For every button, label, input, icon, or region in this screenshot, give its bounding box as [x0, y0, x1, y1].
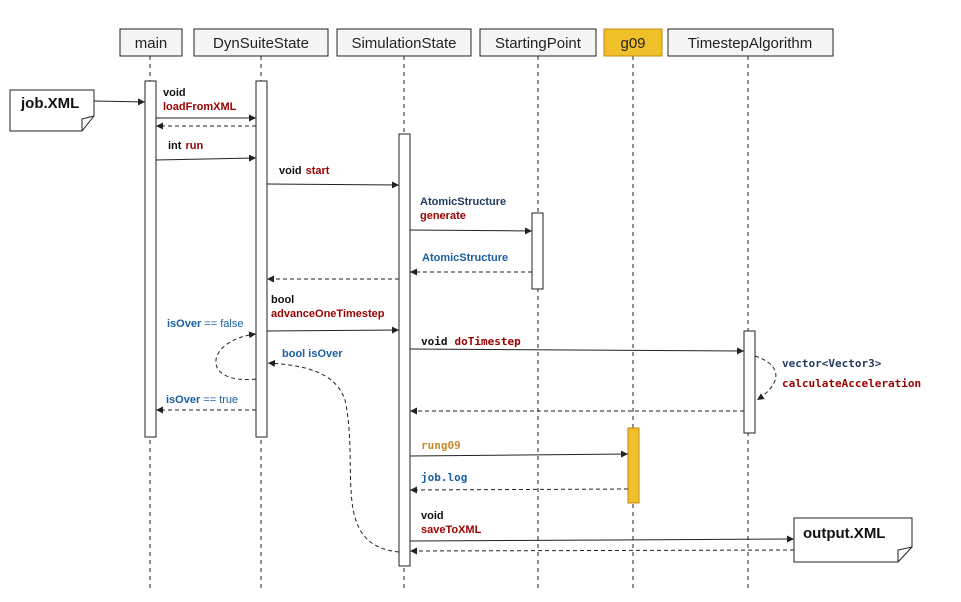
label-dotimestep-name: doTimestep — [455, 335, 522, 348]
label-run-name: run — [185, 140, 203, 152]
arrow-calculateacceleration-self — [754, 355, 777, 401]
arrow-dotimestep — [409, 347, 745, 355]
label-generate-type: AtomicStructure — [420, 196, 506, 208]
arrow-rung09 — [409, 450, 629, 458]
participant-main: main — [119, 28, 183, 57]
message-arrows — [93, 98, 795, 555]
arrow-savetoxml — [409, 535, 795, 543]
activation-timestepalgorithm — [743, 330, 756, 434]
participant-startingpoint-label: StartingPoint — [495, 35, 582, 52]
participant-dynsuitestate-label: DynSuiteState — [213, 35, 309, 52]
activation-simulationstate — [398, 133, 411, 567]
activation-main — [144, 80, 157, 438]
arrow-start — [266, 181, 400, 189]
label-advance-type: bool — [271, 294, 294, 306]
label-calcacc-type: vector<Vector3> — [782, 357, 882, 370]
activation-startingpoint — [531, 212, 544, 290]
note-job-xml-label: job.XML — [20, 95, 79, 112]
label-rung09: rung09 — [421, 439, 461, 452]
participant-timestepalgorithm-label: TimestepAlgorithm — [688, 35, 812, 52]
label-start: void start — [279, 165, 330, 177]
arrow-generate — [409, 227, 533, 235]
label-run-type: int — [168, 140, 182, 152]
label-start-name: start — [306, 165, 330, 177]
participant-g09-label: g09 — [620, 35, 645, 52]
participant-simulationstate: SimulationState — [336, 28, 472, 57]
label-start-type: void — [279, 165, 302, 177]
note-job-xml: job.XML — [9, 89, 95, 132]
label-isover-false-rest: == false — [201, 318, 243, 330]
label-isover-true: isOver == true — [166, 394, 238, 406]
label-save-name: saveToXML — [421, 524, 482, 536]
label-bool-isover: bool isOver — [282, 348, 343, 360]
label-generate-name: generate — [420, 210, 466, 222]
label-atomic-return: AtomicStructure — [422, 252, 508, 264]
label-calcacc-name: calculateAcceleration — [782, 377, 921, 390]
label-advance-name: advanceOneTimestep — [271, 308, 385, 320]
arrow-isover-false-loop — [215, 331, 257, 381]
participant-startingpoint: StartingPoint — [479, 28, 597, 57]
activation-g09 — [627, 427, 640, 504]
participant-g09: g09 — [603, 28, 663, 57]
label-save-type: void — [421, 510, 444, 522]
note-output-xml: output.XML — [793, 517, 913, 563]
label-joblog: job.log — [421, 471, 467, 484]
note-output-xml-label: output.XML — [803, 525, 885, 542]
activations — [144, 80, 756, 567]
label-isover-false: isOver == false — [167, 318, 243, 330]
participant-main-label: main — [135, 35, 168, 52]
label-load-name: loadFromXML — [163, 101, 237, 113]
label-dotimestep: void doTimestep — [421, 335, 521, 348]
participant-dynsuitestate: DynSuiteState — [193, 28, 329, 57]
label-dotimestep-type: void — [421, 335, 448, 348]
label-isover-true-var: isOver — [166, 394, 201, 406]
arrow-joblog-return — [409, 486, 629, 494]
arrow-bool-isover-return — [267, 359, 400, 553]
arrow-savetoxml-return — [409, 547, 795, 555]
arrow-run — [155, 154, 257, 162]
activation-dynsuitestate — [255, 80, 268, 438]
label-isover-true-rest: == true — [200, 394, 238, 406]
label-isover-false-var: isOver — [167, 318, 202, 330]
arrow-job-to-main — [93, 98, 146, 106]
participant-timestepalgorithm: TimestepAlgorithm — [667, 28, 834, 57]
label-load-type: void — [163, 87, 186, 99]
arrow-advanceonetimestep — [266, 326, 400, 334]
participant-simulationstate-label: SimulationState — [351, 35, 456, 52]
